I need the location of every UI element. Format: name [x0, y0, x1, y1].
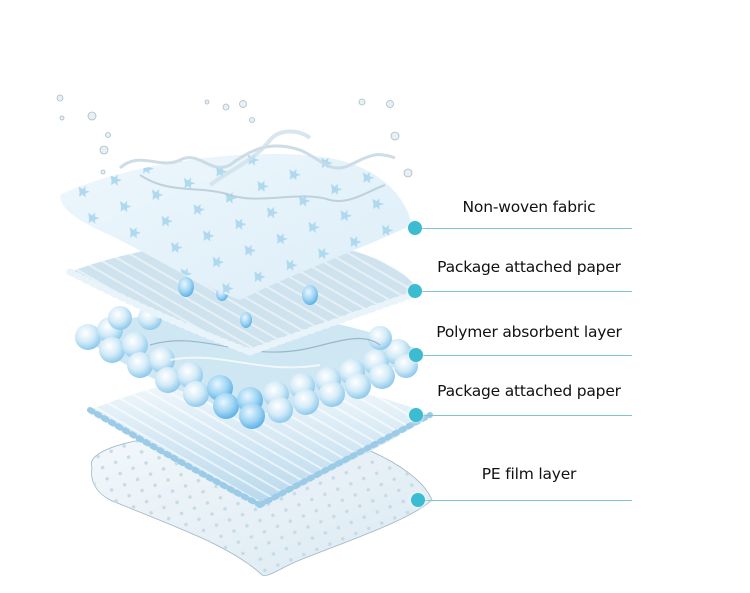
non-woven-fabric-layer-graphic	[60, 129, 412, 300]
callout-dot-icon	[411, 493, 425, 507]
layer-label: PE film layer	[481, 465, 577, 483]
water-droplets	[56, 94, 413, 178]
callout-dot-icon	[409, 348, 423, 362]
callout-line	[415, 228, 632, 229]
layer-label: Non-woven fabric	[462, 198, 596, 216]
callout-line	[416, 415, 632, 416]
callout-dot-icon	[408, 284, 422, 298]
callout-dot-icon	[409, 408, 423, 422]
layer-label: Polymer absorbent layer	[436, 323, 622, 341]
callout-line	[418, 500, 632, 501]
layer-label: Package attached paper	[437, 382, 621, 400]
callout-line	[415, 291, 632, 292]
layer-label: Package attached paper	[437, 258, 621, 276]
callout-dot-icon	[408, 221, 422, 235]
callout-line	[416, 355, 632, 356]
polymer-absorbent-layer-graphic	[75, 306, 420, 429]
lower-paper-layer-graphic	[87, 374, 433, 508]
